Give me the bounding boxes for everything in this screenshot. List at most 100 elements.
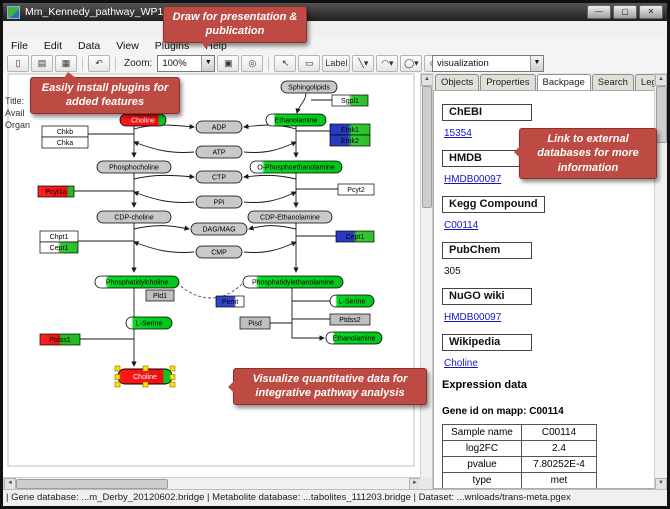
pathway-drawing[interactable]: SphingolipidsSgpl1CholineADPEthanolamine… — [3, 73, 420, 477]
scroll-down-icon[interactable]: ▼ — [655, 478, 667, 490]
tab-backpage[interactable]: Backpage — [536, 74, 591, 91]
pathway-node-pcyt2[interactable]: Pcyt2 — [337, 183, 375, 196]
tab-objects[interactable]: Objects — [435, 74, 480, 90]
undo-icon[interactable]: ↶ — [88, 55, 110, 72]
chevron-down-icon[interactable]: ▼ — [201, 56, 215, 71]
svg-text:Etnk2: Etnk2 — [341, 138, 359, 145]
pathway-node-phosphatidylcholine[interactable]: Phosphatidylcholine — [94, 275, 180, 289]
pathway-node-cept1[interactable]: Cept1 — [335, 230, 375, 243]
callout-draw: Draw for presentation & publication — [163, 6, 307, 43]
close-button[interactable]: ✕ — [639, 5, 663, 19]
pathway-node-ppi[interactable]: PPi — [195, 195, 243, 209]
hmdb-link[interactable]: HMDB00097 — [444, 174, 502, 185]
pathway-node-etnk1[interactable]: Etnk1 — [329, 123, 371, 136]
label-tool-button[interactable]: Label — [322, 55, 351, 72]
zoom-select-icon[interactable]: ◎ — [241, 55, 264, 72]
tab-search[interactable]: Search — [591, 74, 634, 90]
scrollbar-thumb[interactable] — [422, 86, 432, 208]
tab-properties[interactable]: Properties — [480, 74, 536, 90]
title-bar[interactable]: Mm_Kennedy_pathway_WP1771_45176.gpml — ▢… — [3, 3, 667, 21]
visualization-combobox[interactable]: visualization ▼ — [432, 55, 544, 72]
open-file-icon[interactable]: ▤ — [31, 55, 53, 72]
property-organism-label: Organ — [5, 120, 31, 130]
pathway-node-dag-mag[interactable]: DAG/MAG — [190, 222, 248, 236]
canvas-horizontal-scrollbar[interactable]: ◄ ► — [3, 477, 422, 491]
pathway-node-o-phosphoethanolamine[interactable]: O-Phosphoethanolamine — [249, 160, 343, 174]
selection-handle[interactable] — [114, 374, 121, 380]
kegg-link[interactable]: C00114 — [444, 220, 479, 231]
pathway-node-ptdss1[interactable]: Ptdss1 — [39, 333, 81, 346]
pathway-node-ethanolamine[interactable]: Ethanolamine — [265, 113, 327, 127]
zoom-combobox[interactable]: 100% ▼ — [157, 55, 216, 72]
pathway-node-etnk2[interactable]: Etnk2 — [329, 134, 371, 147]
toolbar-separator — [82, 56, 83, 71]
chevron-down-icon[interactable]: ▼ — [530, 56, 543, 71]
gene-id-label: Gene id on mapp: C00114 — [442, 406, 564, 417]
scrollbar-thumb[interactable] — [16, 479, 168, 489]
pathway-node-phosphocholine[interactable]: Phosphocholine — [96, 160, 172, 174]
svg-text:Choline: Choline — [133, 374, 157, 381]
wikipedia-header: Wikipedia — [442, 334, 532, 351]
pathway-node-sphingolipids[interactable]: Sphingolipids — [280, 80, 338, 94]
pathway-node-chka[interactable]: Chka — [41, 136, 89, 149]
pathway-node-pemt[interactable]: Pemt — [215, 295, 245, 308]
ellipse-tool-icon[interactable]: ◯▾ — [400, 55, 423, 72]
table-row: Sample name C00114 — [442, 424, 597, 441]
selection-tool-icon[interactable]: ↖ — [274, 55, 297, 72]
menu-view[interactable]: View — [116, 39, 139, 52]
selection-handle[interactable] — [114, 381, 121, 388]
pathway-node-l-serine[interactable]: L-Serine — [329, 294, 375, 308]
selection-handle[interactable] — [169, 374, 176, 380]
pathway-node-cdp-ethanolamine[interactable]: CDP-Ethanolamine — [247, 210, 333, 224]
pathway-node-pisd[interactable]: Pisd — [239, 316, 271, 330]
svg-text:Sphingolipids: Sphingolipids — [288, 85, 330, 92]
svg-text:Ethanolamine: Ethanolamine — [333, 336, 376, 343]
maximize-button[interactable]: ▢ — [613, 5, 637, 19]
svg-text:Phosphocholine: Phosphocholine — [109, 165, 159, 172]
pathway-node-ptdss2[interactable]: Ptdss2 — [329, 313, 371, 326]
selection-handle[interactable] — [169, 381, 176, 388]
nugo-link[interactable]: HMDB00097 — [444, 312, 502, 323]
menu-data[interactable]: Data — [78, 39, 101, 52]
svg-text:Pcyt2: Pcyt2 — [347, 187, 365, 194]
svg-text:CMP: CMP — [211, 250, 227, 257]
scroll-up-icon[interactable]: ▲ — [655, 74, 667, 86]
chebi-link[interactable]: 15354 — [444, 128, 472, 139]
pathway-node-cept1[interactable]: Cept1 — [39, 241, 79, 254]
selection-handle[interactable] — [169, 365, 176, 372]
svg-text:Ptdss2: Ptdss2 — [339, 317, 361, 324]
pathway-node-ethanolamine[interactable]: Ethanolamine — [325, 331, 383, 345]
pathway-node-adp[interactable]: ADP — [195, 120, 243, 134]
pathway-node-choline[interactable]: Choline — [119, 113, 167, 127]
pathway-node-ctp[interactable]: CTP — [195, 170, 243, 184]
minimize-button[interactable]: — — [587, 5, 611, 19]
selection-handle[interactable] — [142, 365, 149, 372]
pathway-node-chpt1[interactable]: Chpt1 — [39, 230, 79, 243]
arc-tool-icon[interactable]: ◠▾ — [376, 55, 399, 72]
pathway-node-cmp[interactable]: CMP — [195, 245, 243, 259]
pathway-node-l-serine[interactable]: L-Serine — [125, 316, 173, 330]
line-tool-icon[interactable]: ╲▾ — [352, 55, 375, 72]
menu-edit[interactable]: Edit — [43, 39, 63, 52]
table-cell: Sample name — [442, 424, 522, 441]
wikipedia-link[interactable]: Choline — [444, 358, 478, 369]
pathway-node-sgpl1[interactable]: Sgpl1 — [331, 94, 369, 107]
selection-handle[interactable] — [142, 381, 149, 388]
pathway-node-cdp-choline[interactable]: CDP-choline — [96, 210, 172, 224]
pathway-node-atp[interactable]: ATP — [195, 145, 243, 159]
menu-file[interactable]: File — [11, 39, 28, 52]
pathway-node-chkb[interactable]: Chkb — [41, 125, 89, 138]
panel-vertical-scrollbar[interactable]: ▲ ▼ — [654, 73, 667, 491]
selection-handle[interactable] — [114, 365, 121, 372]
pathway-node-pld1[interactable]: Pld1 — [145, 289, 175, 302]
fit-zoom-icon[interactable]: ▣ — [217, 55, 240, 72]
svg-text:Pld1: Pld1 — [153, 293, 167, 300]
scrollbar-thumb[interactable] — [656, 86, 667, 143]
expression-data-title: Expression data — [442, 379, 527, 391]
new-file-icon[interactable]: ▯ — [7, 55, 29, 72]
pathway-node-phosphatidylethanolamine[interactable]: Phosphatidylethanolamine — [242, 275, 344, 289]
property-avail-label: Avail — [5, 108, 25, 118]
pathway-node-pcyt1a[interactable]: Pcyt1a — [37, 185, 75, 198]
datanode-tool-icon[interactable]: ▭ — [298, 55, 321, 72]
